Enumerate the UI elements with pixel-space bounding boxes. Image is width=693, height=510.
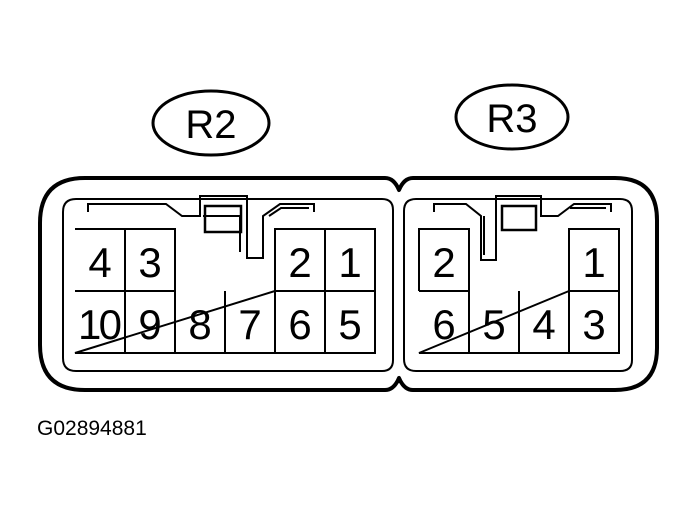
connector-r3-rail-inner	[483, 207, 606, 255]
label-r3: R3	[454, 83, 570, 151]
pin-4: 4	[532, 301, 555, 348]
label-r2-text: R2	[185, 103, 236, 147]
pin-6: 6	[288, 301, 311, 348]
connector-r3-inner-shell	[403, 198, 633, 372]
figure-code: G02894881	[37, 417, 147, 440]
pin-3: 3	[582, 301, 605, 348]
connector-r2-grid-lines	[75, 229, 375, 353]
pin-4: 4	[88, 239, 111, 286]
label-r2-oval	[151, 89, 271, 157]
connector-r3-grid-lines	[419, 290, 619, 353]
connector-r3-latch-window	[500, 204, 538, 232]
label-r2: R2	[151, 89, 271, 157]
pin-1: 1	[582, 239, 605, 286]
pin-3: 3	[138, 239, 161, 286]
connector-r2-rail	[87, 195, 315, 259]
connector-r3-rail	[433, 195, 612, 261]
connector-r2-latch-window	[203, 204, 243, 234]
pin-7: 7	[238, 301, 261, 348]
pin-2: 2	[432, 239, 455, 286]
pin-5: 5	[338, 301, 361, 348]
pin-5: 5	[482, 301, 505, 348]
pin-10: 10	[78, 301, 122, 348]
connector-r2-inner-shell	[62, 198, 394, 372]
label-r3-oval	[454, 83, 570, 151]
pin-1: 1	[338, 239, 361, 286]
pin-6: 6	[432, 301, 455, 348]
label-r3-text: R3	[486, 97, 537, 141]
connector-outer-housing	[38, 176, 659, 392]
pin-9: 9	[138, 301, 161, 348]
pin-2: 2	[288, 239, 311, 286]
pin-8: 8	[188, 301, 211, 348]
